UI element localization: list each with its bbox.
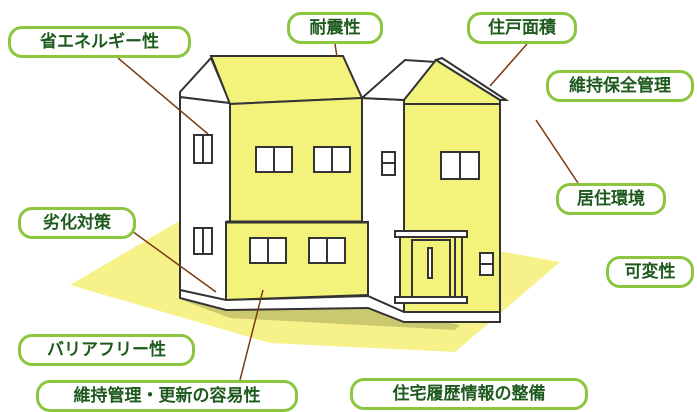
label-maintenance-management: 維持保全管理 — [546, 70, 694, 102]
label-housing-history-records: 住宅履歴情報の整備 — [350, 378, 588, 410]
label-ease-of-maintenance-update: 維持管理・更新の容易性 — [36, 380, 298, 412]
label-earthquake-resistance: 耐震性 — [287, 12, 383, 44]
label-living-environment: 居住環境 — [556, 183, 666, 215]
window-lower-1 — [249, 237, 287, 264]
foundation — [179, 288, 501, 323]
window-lower-2 — [308, 237, 346, 264]
leader-lines — [117, 43, 579, 381]
window-right-small — [479, 252, 494, 276]
label-variability: 可変性 — [606, 256, 694, 288]
main-roof — [209, 55, 364, 106]
window-upper-2 — [313, 146, 351, 173]
lower-front-wall — [225, 221, 369, 302]
connector-wall — [361, 96, 405, 314]
label-floor-area: 住戸面積 — [467, 12, 577, 44]
window-connector — [381, 151, 396, 176]
window-side-upper — [193, 134, 213, 164]
label-deterioration-countermeasures: 劣化対策 — [18, 207, 136, 239]
label-energy-efficiency: 省エネルギー性 — [8, 26, 191, 58]
window-right-upper — [440, 151, 480, 180]
entrance-door — [394, 230, 468, 304]
window-upper-1 — [255, 146, 293, 173]
window-side-lower — [193, 227, 213, 255]
label-barrier-free: バリアフリー性 — [18, 334, 195, 366]
right-roof-eave — [433, 56, 510, 101]
